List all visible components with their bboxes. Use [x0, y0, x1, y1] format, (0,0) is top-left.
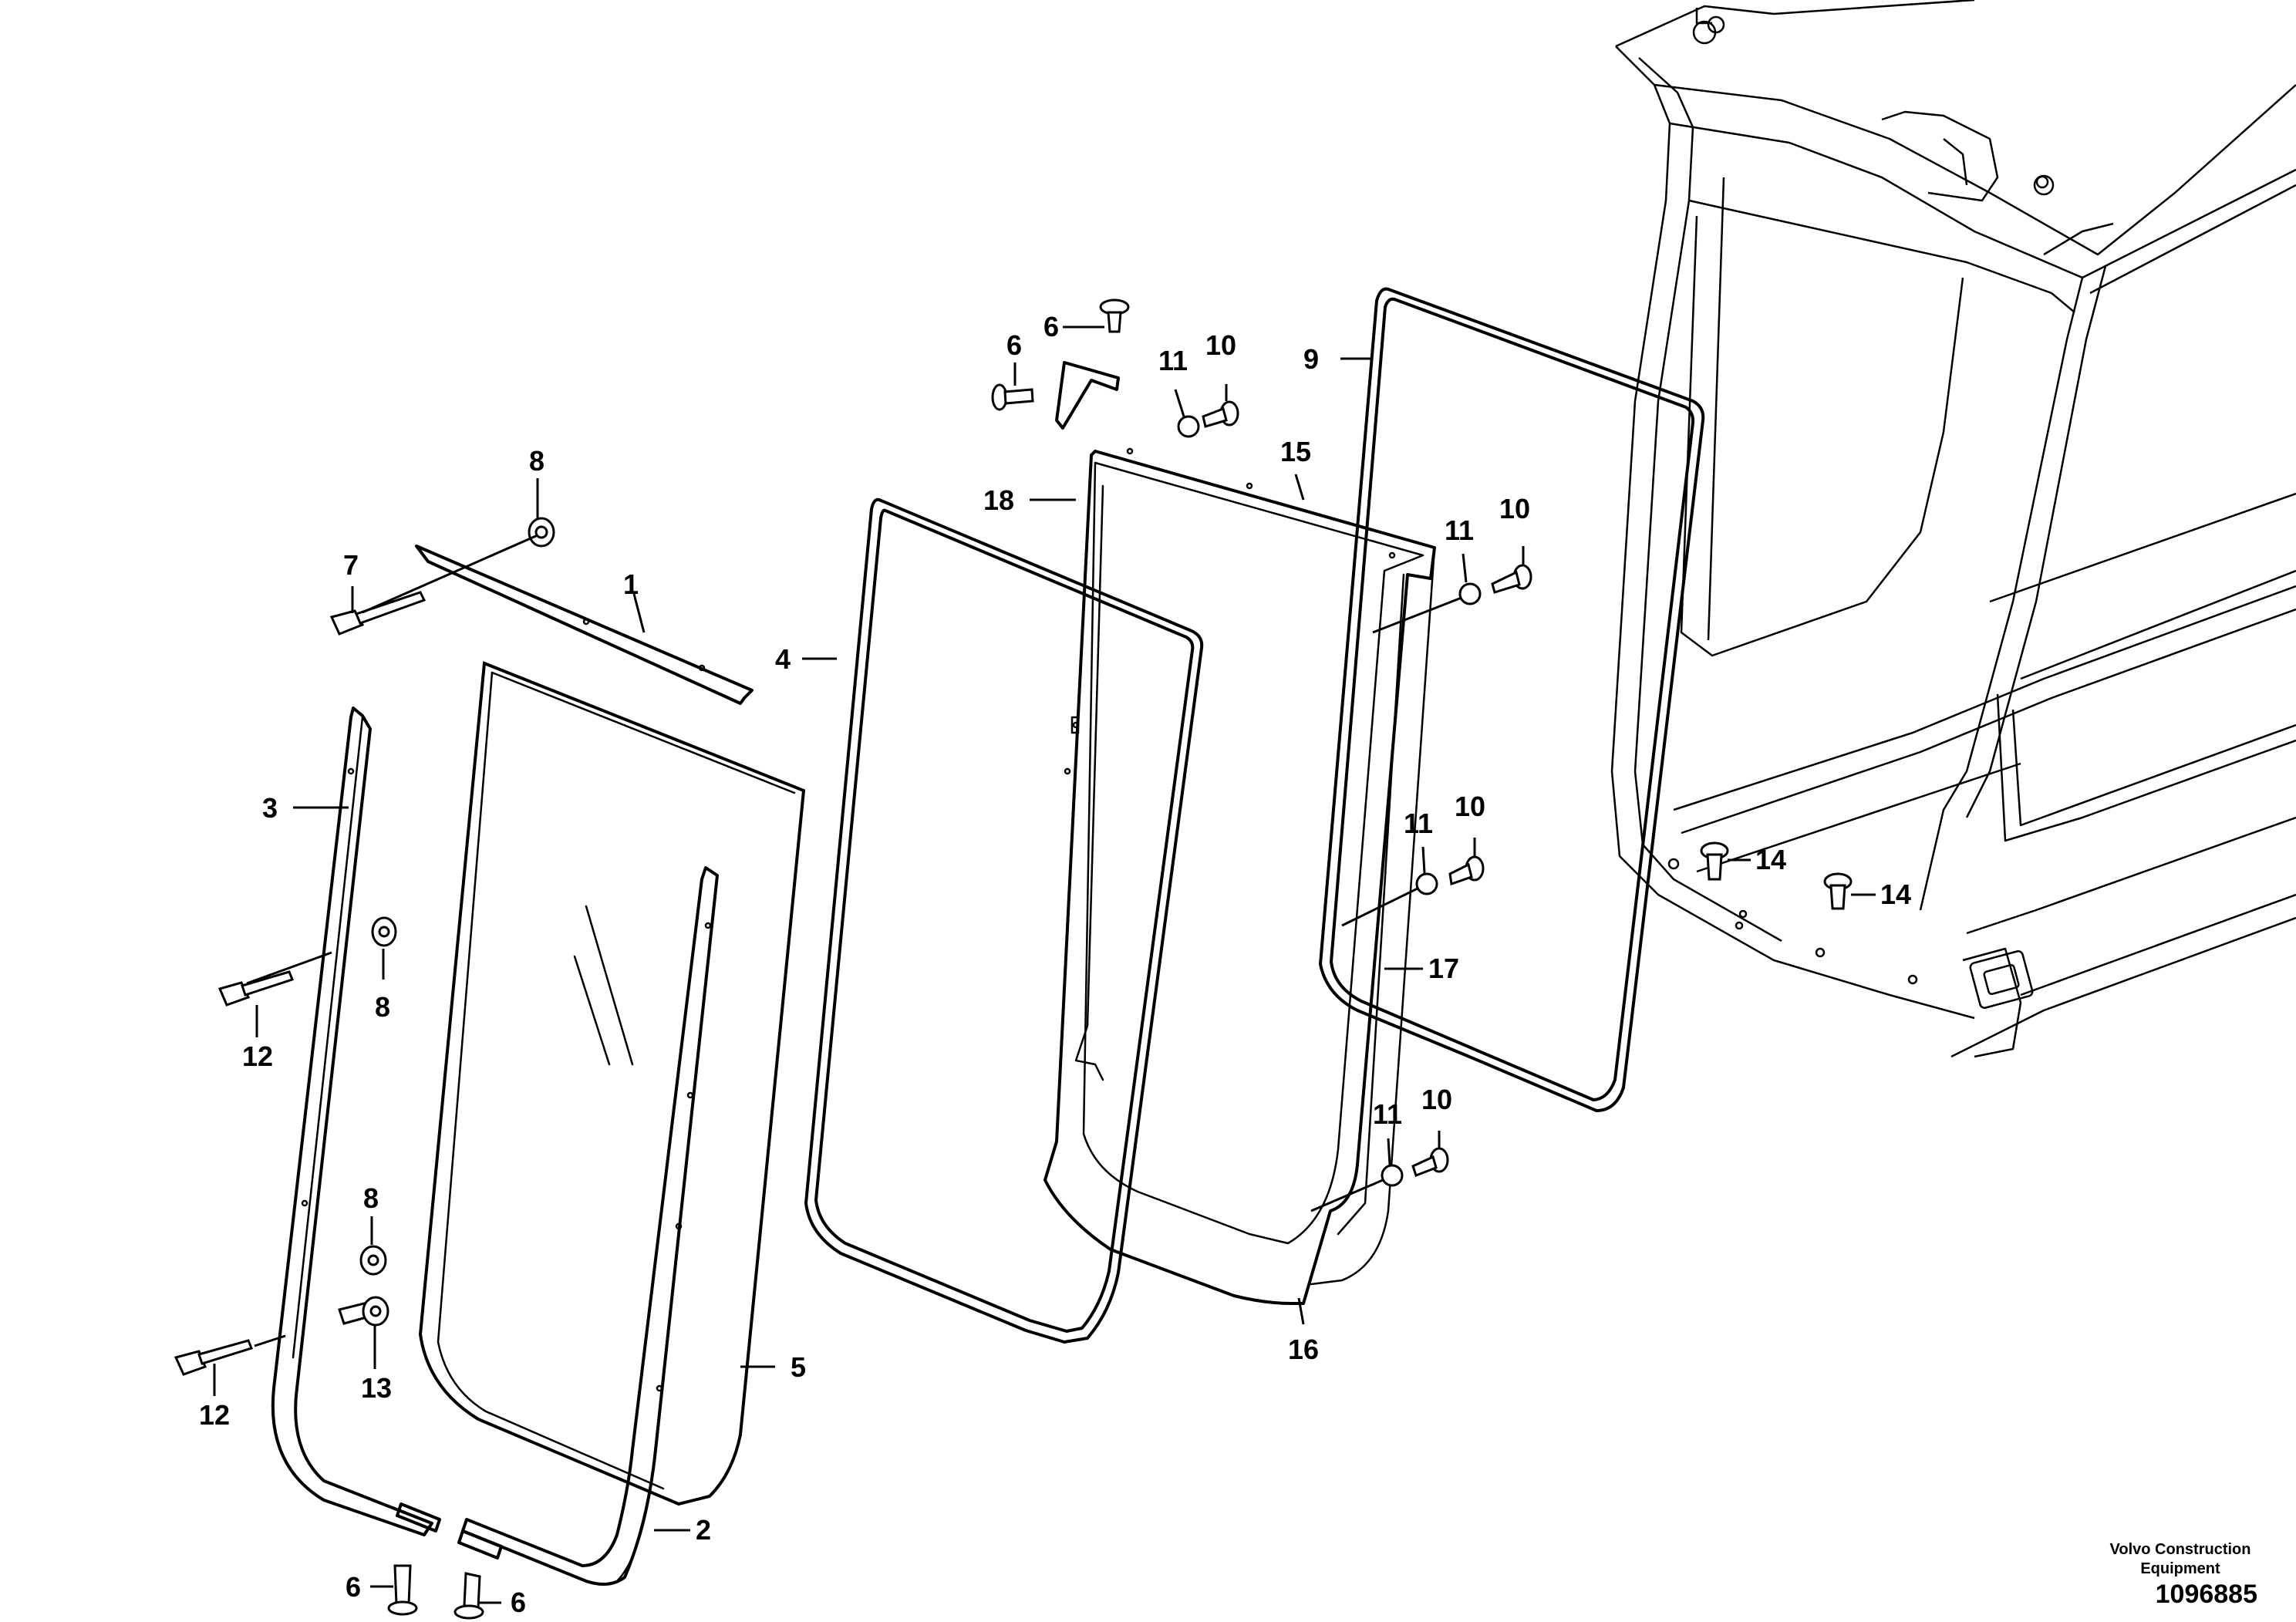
callout-6-bottom-left: 6	[346, 1571, 361, 1603]
callout-10-b: 10	[1499, 493, 1530, 524]
brand-caption: Volvo Construction Equipment	[2095, 1540, 2265, 1579]
callout-8-top: 8	[529, 445, 544, 477]
callout-10-a: 10	[1205, 329, 1236, 361]
callout-18: 18	[983, 484, 1014, 516]
callout-11-d: 11	[1373, 1098, 1402, 1130]
brand-line-1: Volvo Construction	[2109, 1541, 2251, 1558]
part-4-outer-seal	[804, 497, 1204, 1344]
document-number: 1096885	[2155, 1580, 2257, 1609]
callout-2: 2	[696, 1514, 711, 1546]
callout-11-b: 11	[1445, 514, 1474, 546]
callout-6-bottom-right: 6	[511, 1587, 526, 1618]
washer-11-a	[1177, 415, 1200, 438]
leader-lines	[213, 325, 1876, 1604]
callout-4: 4	[775, 643, 791, 675]
callout-16: 16	[1288, 1334, 1319, 1365]
brand-line-2: Equipment	[2140, 1560, 2220, 1577]
callout-14-b: 14	[1880, 878, 1911, 910]
part-bracket-top	[1055, 361, 1120, 430]
part-3-left-strip	[271, 706, 433, 1536]
cab-frame	[1610, 0, 2296, 1058]
part-clip-bottom-left	[396, 1502, 441, 1533]
callout-8-mid: 8	[375, 991, 390, 1023]
callout-13: 13	[361, 1372, 392, 1404]
callout-12-upper: 12	[242, 1040, 273, 1072]
callout-10-c: 10	[1455, 791, 1485, 822]
callout-11-a: 11	[1158, 345, 1188, 376]
callout-1: 1	[623, 568, 639, 600]
callout-10-d: 10	[1421, 1084, 1452, 1115]
callout-8-low: 8	[363, 1182, 379, 1214]
screw-6-bottom-right	[463, 1572, 481, 1610]
part-9-window-seal	[1319, 287, 1705, 1112]
callout-12-lower: 12	[199, 1399, 230, 1431]
callout-6-top-horizontal: 6	[1006, 329, 1022, 361]
washer-11-c	[1415, 872, 1438, 895]
part-15-16-17-18-window-frame	[1043, 447, 1436, 1305]
callout-6-top-vertical: 6	[1043, 311, 1059, 342]
callout-11-c: 11	[1404, 808, 1433, 839]
screw-6-bottom-left	[393, 1564, 412, 1606]
callout-14-a: 14	[1755, 844, 1786, 875]
callout-15: 15	[1280, 436, 1311, 467]
part-clip-bottom-right	[457, 1529, 503, 1560]
callout-labels: 1 2 3 4 5 6 6 6 6 7 8 8 8 9 10 10 10 10 …	[199, 311, 1911, 1618]
bolt-12-upper	[217, 981, 251, 1007]
callout-5: 5	[791, 1351, 806, 1383]
callout-7: 7	[343, 549, 359, 581]
washer-11-b	[1458, 582, 1482, 605]
bolt-7	[329, 609, 365, 636]
part-2-bottom-strip	[461, 866, 719, 1586]
part-5-glass	[418, 661, 806, 1506]
bolt-12-lower	[174, 1350, 207, 1376]
callout-9: 9	[1303, 343, 1319, 375]
callout-17: 17	[1428, 953, 1459, 984]
hardware	[174, 298, 1853, 1620]
callout-3: 3	[262, 792, 278, 824]
part-1-top-strip	[415, 545, 754, 705]
washer-11-d	[1381, 1164, 1404, 1187]
